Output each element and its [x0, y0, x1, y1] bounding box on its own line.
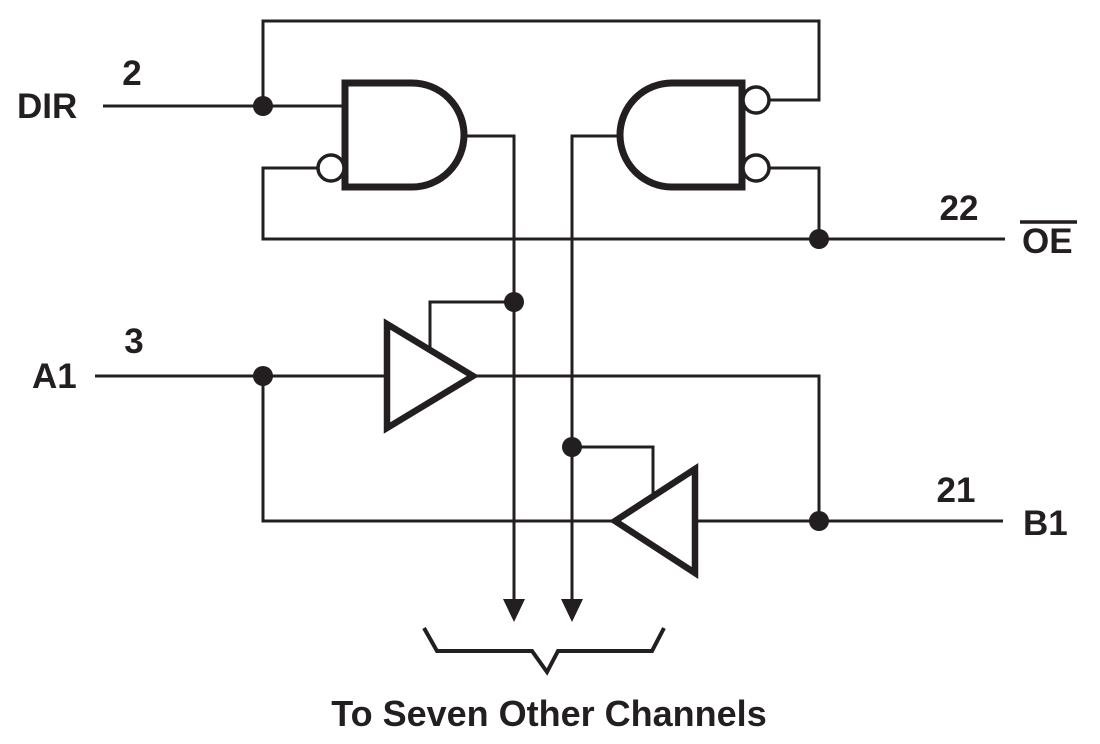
- and-gate-right: [616, 79, 771, 191]
- junction-dot-b1: [809, 511, 829, 531]
- and-gate-right-top-bubble-icon: [741, 85, 771, 115]
- arrow-down-right-icon: [561, 599, 583, 622]
- pin-labels: DIR 2 A1 3 22 OE 21 B1: [17, 54, 1077, 543]
- and-gate-left-body: [341, 79, 468, 191]
- pin-number-b1: 21: [937, 471, 976, 510]
- and-gate-right-bottom-bubble-icon: [741, 153, 771, 183]
- junction-dot-enable-a: [504, 292, 524, 312]
- pin-number-a1: 3: [124, 322, 143, 361]
- wire-oe-net: [261, 166, 1005, 241]
- wire-gate-left-output: [464, 134, 516, 601]
- wires: [95, 19, 1005, 601]
- wire-dir-top-rail: [261, 19, 821, 106]
- wire-gate-right-output: [570, 134, 620, 601]
- junction-dot-oe: [809, 229, 829, 249]
- and-gate-left-input-bubble-icon: [316, 153, 346, 183]
- and-gate-right-body: [616, 79, 746, 191]
- wire-oe-branch-right-gate: [770, 166, 821, 239]
- wire-buffer-b-output-to-a1: [261, 376, 618, 523]
- underbrace-icon: [422, 627, 666, 676]
- pin-label-dir: DIR: [17, 87, 77, 126]
- buffer-a-to-b-icon: [383, 318, 480, 434]
- arrow-down-left-icon: [503, 599, 525, 622]
- pin-label-b1: B1: [1023, 504, 1068, 543]
- junction-dots: [253, 96, 829, 531]
- wire-enable-a-branch: [428, 300, 514, 350]
- wire-enable-b-branch: [572, 445, 655, 497]
- pin-label-a1: A1: [32, 357, 77, 396]
- figure-caption: To Seven Other Channels: [331, 693, 766, 734]
- junction-dot-a1: [253, 366, 273, 386]
- channel-arrows: [503, 599, 583, 622]
- pin-number-oe: 22: [940, 189, 979, 228]
- wire-buffer-a-output-to-b1: [473, 374, 821, 521]
- junction-dot-enable-b: [562, 437, 582, 457]
- buffer-b-to-a-icon: [609, 463, 699, 579]
- pin-number-dir: 2: [122, 54, 141, 93]
- pin-label-oe: OE: [1022, 222, 1073, 261]
- and-gate-left: [316, 79, 468, 191]
- junction-dot-dir: [253, 96, 273, 116]
